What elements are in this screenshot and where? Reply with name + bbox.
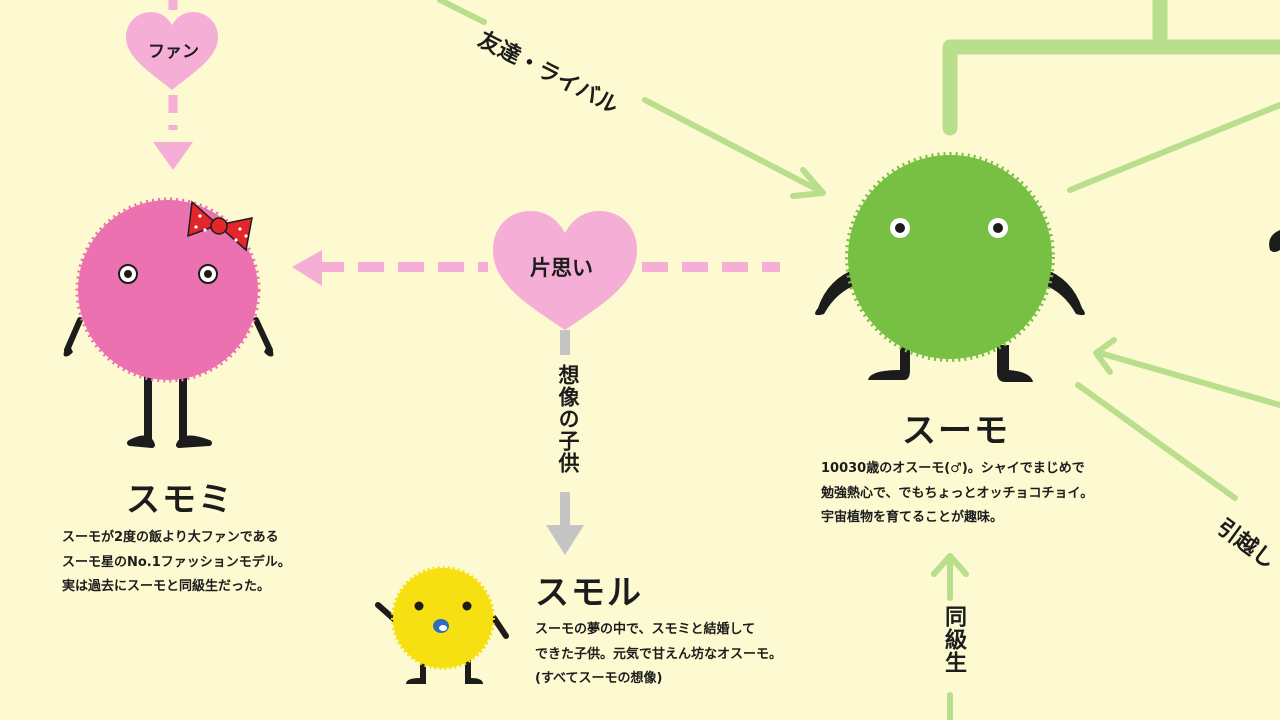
moved-line <box>1075 382 1238 501</box>
fan-arrow-head <box>153 142 193 170</box>
crush-arrow-head <box>292 250 322 286</box>
green-bracket-connector <box>942 0 1280 136</box>
offscreen-character-hand <box>1269 230 1280 252</box>
sumoru-description: スーモの夢の中で、スモミと結婚して できた子供。元気で甘えん坊なオスーモ。 (す… <box>535 622 783 686</box>
ribbon <box>187 200 253 252</box>
sumomi-description: スーモが2度の飯より大ファンである スーモ星のNo.1ファッションモデル。 実は… <box>62 530 291 594</box>
suumo-name: スーモ <box>902 411 1010 451</box>
fan-heart <box>126 12 218 90</box>
sumomi-name: スモミ <box>126 480 234 520</box>
fan-label: ファン <box>148 42 199 62</box>
sumoru-character <box>375 566 509 684</box>
classmate-label: 同級生 <box>941 605 966 674</box>
crush-heart <box>493 211 637 330</box>
classmate-arrow-head <box>931 553 969 577</box>
imaginary-child-label: 想像の子供 <box>556 364 580 474</box>
incoming-arrow-head <box>1093 337 1117 375</box>
right-connector-line <box>1067 102 1280 193</box>
rival-arrow-head <box>790 167 826 199</box>
suumo-description: 10030歳のオスーモ(♂)。シャイでまじめで 勉強熱心で、でもちょっとオッチョ… <box>821 461 1094 525</box>
incoming-arrow <box>1097 350 1280 408</box>
sumoru-name: スモル <box>535 573 643 613</box>
rival-arrow <box>437 0 821 193</box>
crush-label: 片思い <box>530 256 593 280</box>
imaginary-child-arrow-head <box>546 525 584 555</box>
sumomi-character <box>63 197 274 448</box>
suumo-character <box>815 152 1085 382</box>
